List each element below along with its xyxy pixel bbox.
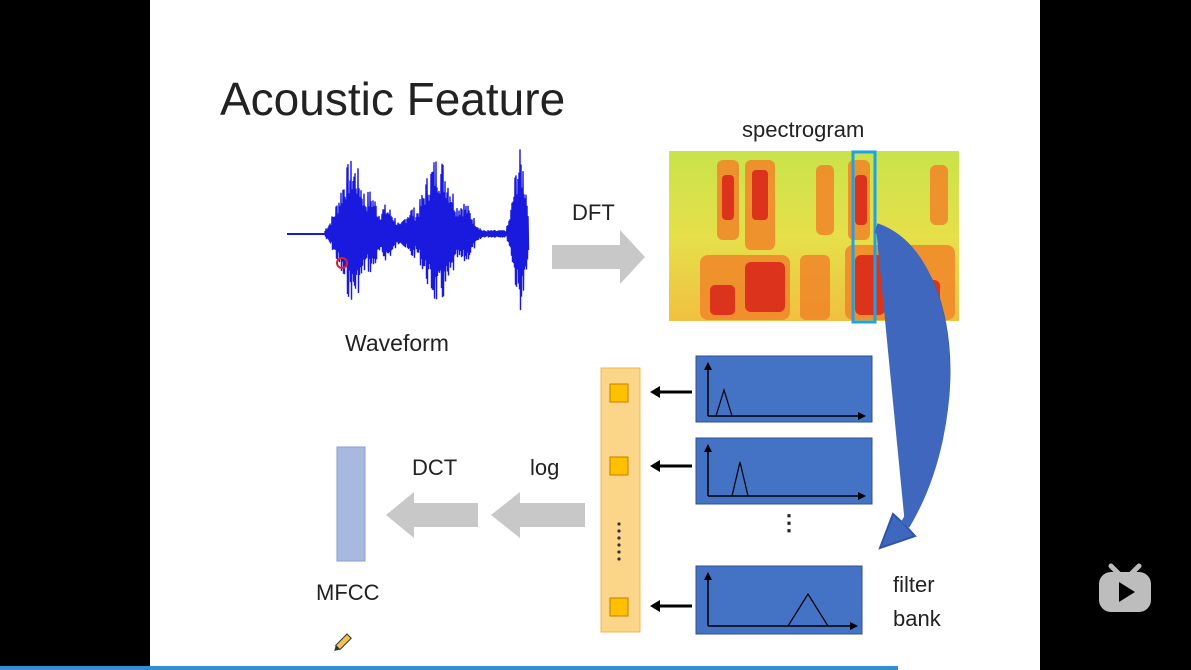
filter-box-2 [695,437,873,505]
dft-arrow [552,230,645,284]
filter-box-3 [695,565,863,635]
bilibili-tv-icon[interactable] [1097,560,1153,616]
log-arrow [491,492,585,538]
waveform-label: Waveform [345,330,449,356]
dct-arrow [386,492,478,538]
cursor-marker [336,257,348,269]
filter-ellipsis: ⋮ [778,510,800,535]
log-label: log [530,455,560,480]
feature-vector [600,367,641,633]
filter-box-1 [695,355,873,423]
curved-arrow-body [874,223,950,528]
waveform [287,149,530,311]
spectrogram-label: spectrogram [742,117,865,142]
filter-bank-label-line1: filter [893,572,935,597]
pencil-cursor-icon [334,633,352,651]
slide-title: Acoustic Feature [220,73,566,125]
mfcc-label: MFCC [316,580,380,605]
filter-output-arrows [650,386,692,612]
mfcc-bar [336,446,366,562]
spectrogram-frame-highlight [851,150,877,324]
dct-label: DCT [412,455,458,480]
filter-bank-label-line2: bank [893,606,941,631]
video-progress-bar[interactable] [0,666,898,670]
dft-label: DFT [572,200,615,225]
